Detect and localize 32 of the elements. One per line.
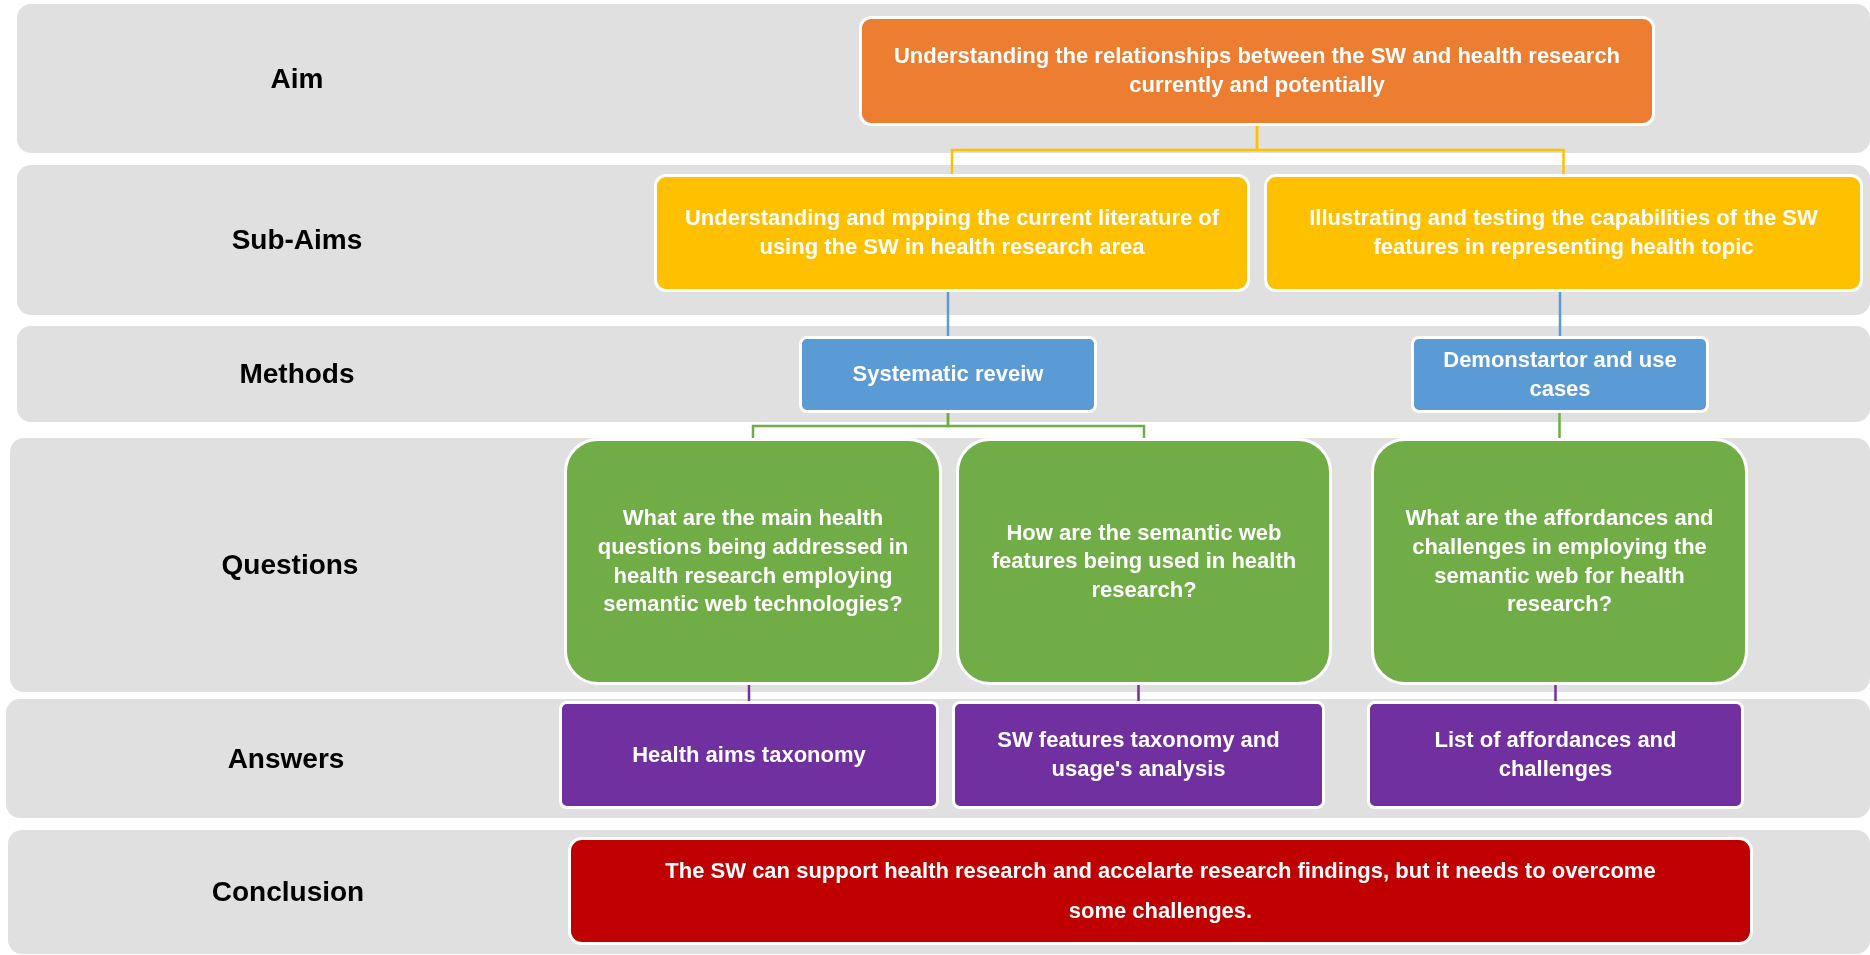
- text-box: What are the affordances and challenges in employing the semantic web for health research?: [1371, 438, 1748, 685]
- text-box: Understanding the relationships between the SW and health research currently and potentially: [859, 16, 1655, 126]
- text-box: Health aims taxonomy: [559, 701, 939, 809]
- row-band: [17, 326, 1870, 422]
- row-band: [6, 699, 1870, 818]
- connector-line: [1558, 292, 1562, 336]
- connector-line: [747, 685, 751, 701]
- text-box: Illustrating and testing the capabilities of the SW features in representing health topic: [1264, 174, 1863, 292]
- text-box: Demonstartor and use cases: [1411, 336, 1709, 413]
- connector-line: [946, 413, 1146, 438]
- text-box: What are the main health questions being addressed in health research employing semantic web technologies?: [564, 438, 942, 685]
- text-box: SW features taxonomy and usage's analysis: [952, 701, 1325, 809]
- text-box: Systematic reveiw: [799, 336, 1097, 413]
- row-label: Conclusion: [211, 876, 365, 908]
- row-band: [8, 830, 1870, 954]
- row-band: [17, 165, 1870, 315]
- connector-line: [1558, 413, 1561, 438]
- row-label: Questions: [221, 549, 359, 581]
- connector-line: [1554, 685, 1557, 701]
- row-band: [17, 4, 1870, 153]
- text-box: The SW can support health research and accelarte research findings, but it needs to overcome some challenges.: [568, 837, 1753, 945]
- row-label: Sub-Aims: [231, 224, 363, 256]
- connector-line: [946, 292, 950, 336]
- text-box: Understanding and mpping the current literature of using the SW in health research area: [654, 174, 1250, 292]
- row-label: Methods: [239, 358, 355, 390]
- connector-line: [1137, 685, 1140, 701]
- row-band: [10, 438, 1870, 692]
- row-label: Answers: [227, 742, 345, 775]
- connector-line: [1255, 126, 1565, 174]
- row-label: Aim: [270, 62, 324, 95]
- text-box: How are the semantic web features being used in health research?: [956, 438, 1332, 685]
- text-box: List of affordances and challenges: [1367, 701, 1744, 809]
